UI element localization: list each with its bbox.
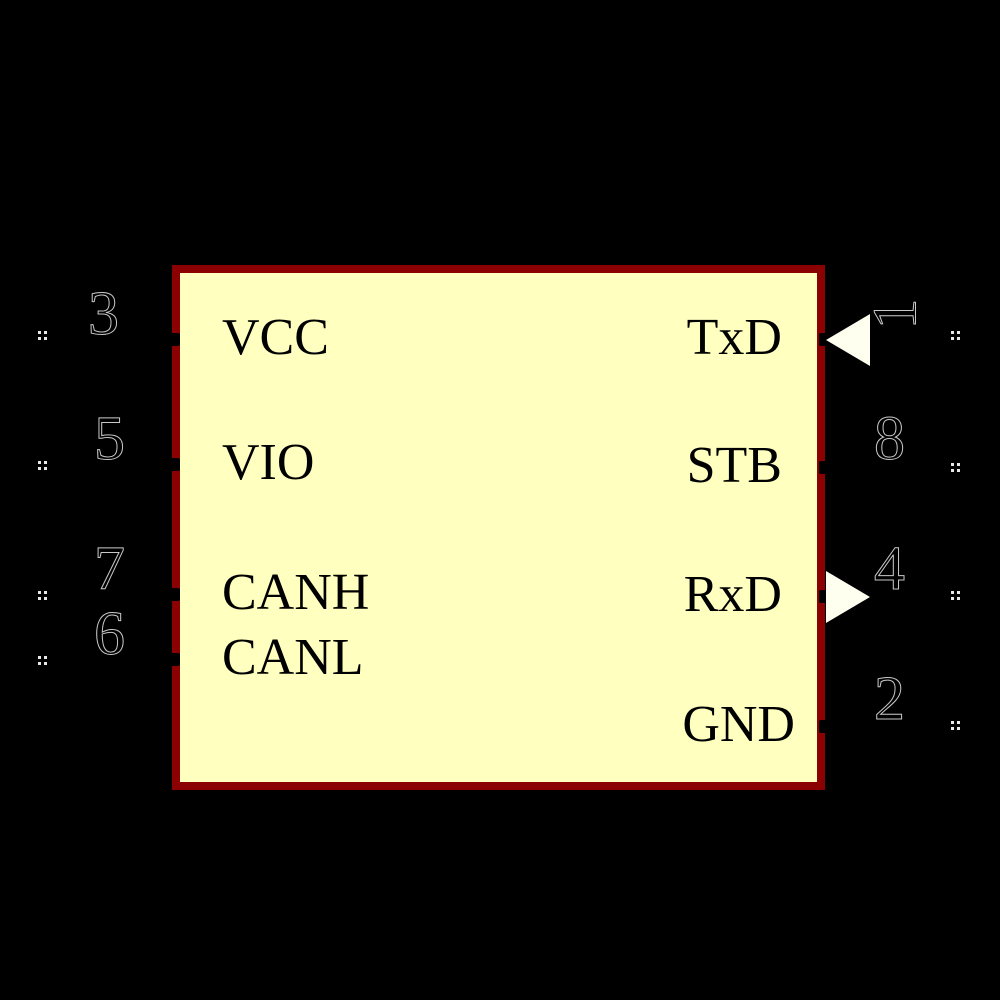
- junction-marker-txd[interactable]: [951, 331, 960, 340]
- junction-dot: [44, 331, 47, 334]
- junction-dot: [951, 331, 954, 334]
- pin-number-4: 4: [874, 535, 906, 603]
- junction-marker-canh[interactable]: [38, 591, 47, 600]
- junction-dot: [951, 337, 954, 340]
- junction-dot: [957, 331, 960, 334]
- pin-number-3: 3: [88, 280, 120, 348]
- pin-label-rxd: RxD: [683, 566, 782, 623]
- junction-dot: [957, 337, 960, 340]
- junction-dot: [38, 461, 41, 464]
- junction-dot: [38, 467, 41, 470]
- junction-dot: [38, 331, 41, 334]
- junction-dot: [44, 591, 47, 594]
- junction-dot: [38, 662, 41, 665]
- junction-dot: [957, 591, 960, 594]
- junction-marker-canl[interactable]: [38, 656, 47, 665]
- junction-dot: [44, 597, 47, 600]
- junction-dot: [951, 727, 954, 730]
- pin-dot-vio[interactable]: [167, 458, 180, 471]
- junction-dot: [38, 597, 41, 600]
- junction-dot: [44, 467, 47, 470]
- junction-dot: [951, 721, 954, 724]
- junction-dot: [957, 727, 960, 730]
- junction-dot: [44, 656, 47, 659]
- junction-dot: [44, 662, 47, 665]
- junction-marker-vcc[interactable]: [38, 331, 47, 340]
- junction-dot: [951, 463, 954, 466]
- junction-dot: [951, 591, 954, 594]
- output-triangle-rxd-icon: [826, 571, 870, 623]
- pin-label-vcc: VCC: [222, 309, 329, 366]
- junction-marker-stb[interactable]: [951, 463, 960, 472]
- pin-number-1: 1: [861, 298, 930, 330]
- junction-dot: [44, 461, 47, 464]
- junction-dot: [951, 469, 954, 472]
- pin-dot-gnd[interactable]: [819, 720, 832, 733]
- junction-dot: [38, 591, 41, 594]
- component-body-rectangle[interactable]: [172, 265, 825, 790]
- junction-dot: [44, 337, 47, 340]
- junction-marker-rxd[interactable]: [951, 591, 960, 600]
- pin-number-5: 5: [94, 405, 126, 473]
- pin-dot-stb[interactable]: [819, 461, 832, 474]
- pin-label-stb: STB: [686, 437, 782, 494]
- pin-dot-vcc[interactable]: [167, 333, 180, 346]
- pin-number-2: 2: [874, 665, 906, 733]
- junction-dot: [957, 721, 960, 724]
- pin-label-gnd: GND: [682, 696, 795, 753]
- pin-label-vio: VIO: [222, 434, 315, 491]
- pin-number-6: 6: [94, 600, 126, 668]
- junction-dot: [957, 597, 960, 600]
- junction-marker-gnd[interactable]: [951, 721, 960, 730]
- input-triangle-txd-icon: [826, 314, 870, 366]
- pin-dot-canh[interactable]: [167, 588, 180, 601]
- pin-number-8: 8: [874, 405, 906, 473]
- junction-dot: [957, 463, 960, 466]
- junction-dot: [38, 656, 41, 659]
- pin-label-canh: CANH: [222, 564, 370, 621]
- junction-dot: [957, 469, 960, 472]
- junction-marker-vio[interactable]: [38, 461, 47, 470]
- pin-number-7: 7: [94, 535, 126, 603]
- pin-label-canl: CANL: [222, 629, 364, 686]
- pin-label-txd: TxD: [686, 309, 782, 366]
- pin-dot-canl[interactable]: [167, 653, 180, 666]
- junction-dot: [951, 597, 954, 600]
- junction-dot: [38, 337, 41, 340]
